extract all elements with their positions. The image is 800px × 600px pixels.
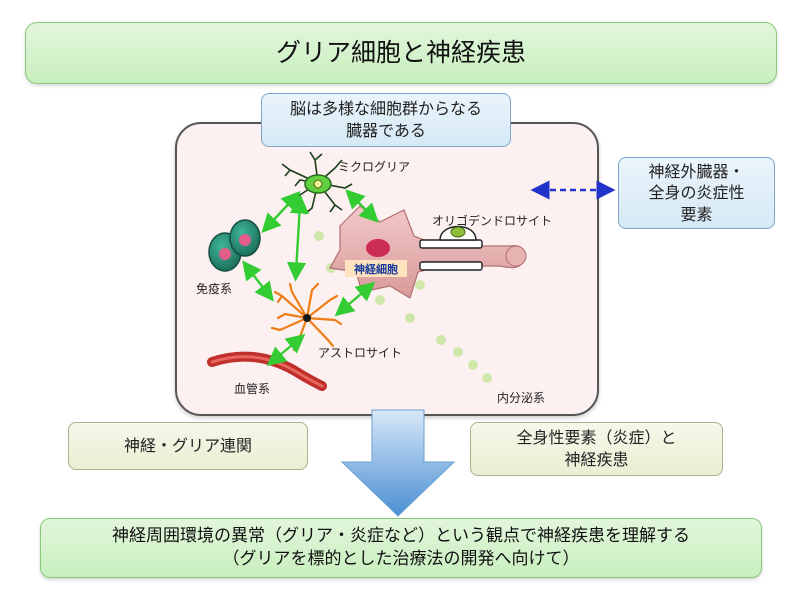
title-text: グリア細胞と神経疾患 [275, 38, 526, 68]
big-down-arrow [340, 409, 456, 517]
neuro-glia-box: 神経・グリア連関 [68, 422, 308, 470]
systemic-line-1: 全身性要素（炎症）と [516, 428, 677, 448]
vascular-label: 血管系 [234, 382, 271, 396]
astrocyte-icon [270, 282, 343, 352]
systemic-line-2: 神経疾患 [564, 450, 629, 469]
systemic-factors-box: 全身性要素（炎症）と 神経疾患 [470, 422, 723, 476]
conclusion-box: 神経周囲環境の異常（グリア・炎症など）という観点で神経疾患を理解する （グリアを… [40, 518, 762, 578]
immune-label: 免疫系 [196, 282, 233, 296]
microglia-label: ミクログリア [338, 160, 411, 174]
conclusion-line-1: 神経周囲環境の異常（グリア・炎症など）という観点で神経疾患を理解する [112, 526, 690, 547]
interaction-arrows [242, 189, 379, 367]
brain-statement-box: 脳は多様な細胞群からなる 臓器である [261, 93, 511, 147]
diagram-title: グリア細胞と神経疾患 [25, 22, 777, 84]
peripheral-factors-box: 神経外臓器・ 全身の炎症性 要素 [618, 157, 775, 229]
neuro-glia-text: 神経・グリア連関 [123, 436, 252, 456]
brain-line-1: 脳は多様な細胞群からなる [289, 99, 482, 119]
peripheral-line-2: 全身の炎症性 [648, 183, 745, 203]
peripheral-line-3: 要素 [680, 204, 713, 224]
oligodendrocyte-icon [419, 225, 483, 271]
neuron-label: 神経細胞 [345, 260, 407, 277]
brain-line-2: 臓器である [346, 121, 426, 140]
astrocyte-label: アストロサイト [318, 346, 403, 360]
immune-cells-icon [208, 219, 261, 272]
endocrine-label: 内分泌系 [497, 391, 546, 405]
blood-vessel-icon [207, 351, 327, 391]
oligodendrocyte-label: オリゴデンドロサイト [432, 214, 553, 228]
conclusion-line-2: （グリアを標的とした治療法の開発へ向けて） [222, 549, 580, 569]
peripheral-line-1: 神経外臓器・ [648, 161, 745, 181]
